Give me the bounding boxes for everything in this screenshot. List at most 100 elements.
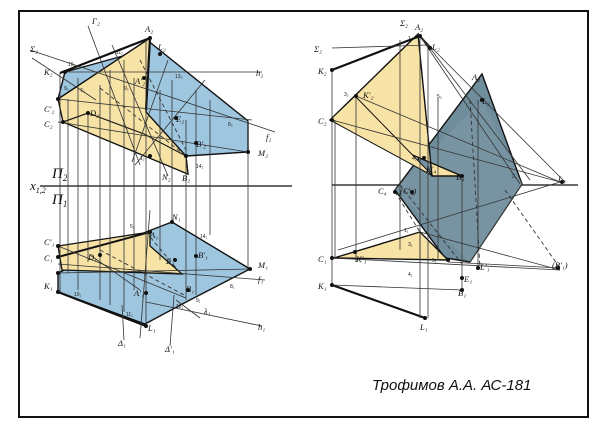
svg-text:3₂: 3₂: [344, 92, 349, 98]
label-sigma2: Σ₂: [29, 44, 38, 54]
label-e1-right: E₁: [463, 274, 472, 284]
svg-text:14₁: 14₁: [200, 234, 208, 240]
label-k2: K₂: [43, 67, 53, 77]
line-k2-a2-right: [331, 34, 421, 72]
label-a2-prime: A'₂: [134, 76, 145, 86]
label-b2: B₂: [182, 173, 190, 183]
label-l2: L₂: [157, 42, 166, 52]
svg-text:10₁: 10₁: [74, 292, 82, 298]
svg-text:10₂: 10₂: [68, 62, 76, 68]
points-left: [56, 36, 252, 328]
label-a2-upper-right: A₂: [471, 72, 480, 82]
svg-text:9₂: 9₂: [64, 86, 69, 92]
label-m2: M₂: [257, 148, 268, 158]
label-a2: A₂: [144, 24, 153, 34]
svg-text:9₂: 9₂: [124, 86, 129, 92]
line-c1-a1: [57, 231, 151, 258]
svg-text:9₁: 9₁: [196, 298, 201, 304]
label-k1-prime-right: K'₁: [355, 254, 366, 264]
label-c1-right: C₁: [318, 254, 327, 264]
svg-text:8₂: 8₂: [228, 122, 233, 128]
construction-lines-left: [29, 25, 276, 347]
label-l1-prime-right: L'₁: [479, 262, 490, 272]
svg-text:1₁: 1₁: [404, 228, 409, 234]
line-k1-l1-right: [331, 283, 426, 320]
label-e1: E₁: [165, 256, 174, 266]
line-a2-down: [144, 37, 152, 111]
author-signature: Трофимов А.А. АС-181: [372, 377, 531, 394]
labels-left: Г₂ A₂ L₂ Σ₂ K₂ h₂ C'₂ C₂ D₂ A'₂ E₂ B'₂ f…: [29, 16, 271, 354]
label-f2: f₂: [266, 132, 271, 142]
label-h1: h₁: [258, 322, 265, 332]
label-c2: C₂: [44, 119, 53, 129]
yellow-plane-horizontal: [57, 231, 184, 275]
label-lambda1: λ₁: [203, 306, 211, 316]
svg-text:4₂: 4₂: [412, 156, 417, 162]
label-d2: D₂: [89, 108, 99, 118]
yellow-triangle-frontal: [61, 112, 189, 175]
label-k2-prime-right: K'₂: [362, 90, 373, 100]
projection-link-lines: [59, 40, 249, 326]
label-a1: A₁: [149, 230, 158, 240]
svg-text:1₂: 1₂: [140, 156, 145, 162]
label-f1: f₁: [258, 274, 263, 284]
left-epure: x1,2 П2 П1 Г₂ A₂ L₂ Σ₂ K₂ h₂ C'₂ C₂ D₂ A…: [29, 16, 276, 354]
label-k1-right: K₁: [317, 281, 327, 291]
label-delta1: Δ₁: [117, 338, 126, 348]
label-d1: D₁: [87, 252, 97, 262]
label-l4: L₄: [557, 174, 566, 184]
label-k4: K'₄: [425, 164, 436, 174]
hidden-lines-right: [394, 99, 561, 269]
line-k1-l1: [57, 290, 147, 328]
svg-text:5₂: 5₂: [437, 94, 442, 100]
label-l2-right: L₂: [431, 42, 440, 52]
svg-text:2₁: 2₁: [512, 174, 517, 180]
drawing-frame: [18, 10, 589, 418]
label-c2-prime: C'₂: [44, 104, 54, 114]
line-k2-a2: [59, 36, 151, 75]
svg-text:1₂: 1₂: [408, 36, 413, 42]
axis-label-x: x1,2: [29, 178, 46, 195]
svg-text:5₁: 5₁: [130, 224, 135, 230]
svg-text:8₁: 8₁: [230, 284, 235, 290]
svg-text:4₁: 4₁: [408, 272, 413, 278]
label-n1: N₁: [171, 212, 181, 222]
label-l1-right: L₁: [419, 322, 428, 332]
point-marks-left: 10₂ 9₂ 11₂ 7₂ 9₂ 13₂ 8₂ 14₂ 1₂ 5₁ 14₁ 10…: [64, 50, 235, 318]
svg-text:11₂: 11₂: [116, 50, 123, 56]
point-marks-right: 3₂ 5₂ 4₂ 1₂ 3₁ 4₁ 5₁ 2₁ 1₁: [344, 36, 517, 278]
label-b1-prime: B'₁: [198, 250, 208, 260]
label-sigma2-right: Σ₂: [399, 18, 408, 28]
label-b2-prime: B'₂: [196, 139, 206, 149]
label-k1: K₁: [43, 281, 53, 291]
label-l2-upper-right: L₂: [481, 96, 490, 106]
construction-lines-right: [331, 35, 566, 291]
axis-label-p2: П2: [51, 166, 68, 183]
svg-text:5₁: 5₁: [432, 258, 437, 264]
label-b4: B₄: [456, 172, 464, 182]
label-c4: C₄: [378, 186, 387, 196]
right-epure: Σ₂ A₂ L₂ Σ₂ K₂ K'₂ C₂ A₂ L₂ K'₄ B₄ L₄ C₄…: [313, 18, 568, 332]
label-sigma2-left-right: Σ₂: [313, 44, 322, 54]
label-b1-right: B₁: [458, 288, 466, 298]
points-right: [330, 34, 564, 320]
svg-text:3₁: 3₁: [408, 242, 413, 248]
svg-text:7₂: 7₂: [80, 88, 85, 94]
yellow-plane-horizontal-right: [333, 231, 450, 261]
label-a2-right: A₂: [414, 22, 423, 32]
label-b1: B₁: [186, 284, 194, 294]
label-l1: L₁: [147, 323, 156, 333]
label-c1: C₁: [44, 253, 53, 263]
label-b1-prime-right: (B'₁): [552, 260, 568, 270]
label-a1-prime: A'₁: [133, 288, 144, 298]
svg-text:14₂: 14₂: [196, 164, 204, 170]
label-m1: M₁: [257, 260, 268, 270]
label-c2-right: C₂: [318, 116, 327, 126]
axis-label-p1: П1: [51, 192, 67, 209]
svg-text:13₂: 13₂: [175, 74, 183, 80]
label-c1-prime: C'₁: [44, 237, 54, 247]
label-delta1-prime: Δ'₁: [164, 344, 175, 354]
hidden-lines-left: [99, 59, 187, 297]
